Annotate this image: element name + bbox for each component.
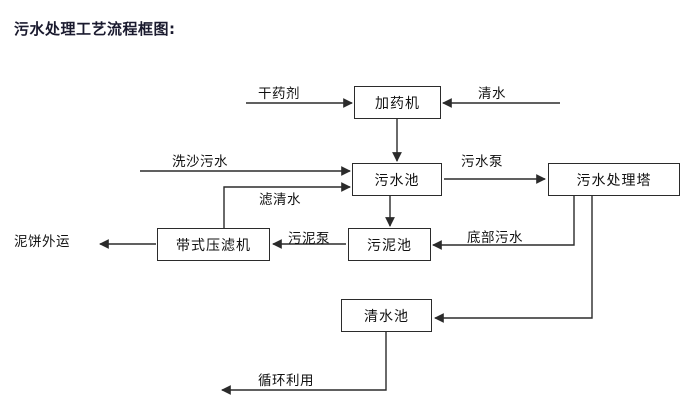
edge-label-sewage-pump: 污水泵	[461, 154, 503, 170]
edge-label-bottom-sewage: 底部污水	[467, 230, 523, 246]
edge-label-mud-cake-outbound: 泥饼外运	[14, 234, 70, 250]
node-label: 清水池	[364, 308, 409, 325]
edge-label-dry-agent: 干药剂	[258, 86, 300, 102]
edge-label-sludge-pump: 污泥泵	[288, 231, 330, 247]
edge-label-filtrate-water: 滤清水	[259, 192, 301, 208]
edge-label-clean-water: 清水	[478, 86, 506, 102]
node-label: 污泥池	[367, 237, 412, 254]
node-treatment-tower[interactable]: 污水处理塔	[548, 163, 680, 196]
node-label: 污水池	[374, 172, 420, 189]
node-label: 加药机	[375, 95, 420, 112]
node-dosing-machine[interactable]: 加药机	[354, 86, 441, 119]
node-label: 带式压滤机	[176, 237, 251, 254]
edge-tower-to-sludge-pool	[432, 196, 575, 250]
edge-tower-to-clear-pool	[434, 196, 593, 323]
node-belt-filter-press[interactable]: 带式压滤机	[157, 228, 270, 261]
node-sewage-pool[interactable]: 污水池	[352, 163, 442, 196]
node-clear-water-pool[interactable]: 清水池	[341, 299, 432, 332]
edge-clear-pool-to-recycle	[221, 332, 387, 395]
node-label: 污水处理塔	[576, 172, 652, 189]
page-title: 污水处理工艺流程框图:	[14, 20, 176, 38]
edge-filtrate-to-sewage-pool	[223, 182, 351, 228]
edge-label-sand-washing-sewage: 洗沙污水	[172, 154, 228, 170]
edge-label-recycle-use: 循环利用	[258, 373, 314, 389]
node-sludge-pool[interactable]: 污泥池	[348, 228, 431, 261]
